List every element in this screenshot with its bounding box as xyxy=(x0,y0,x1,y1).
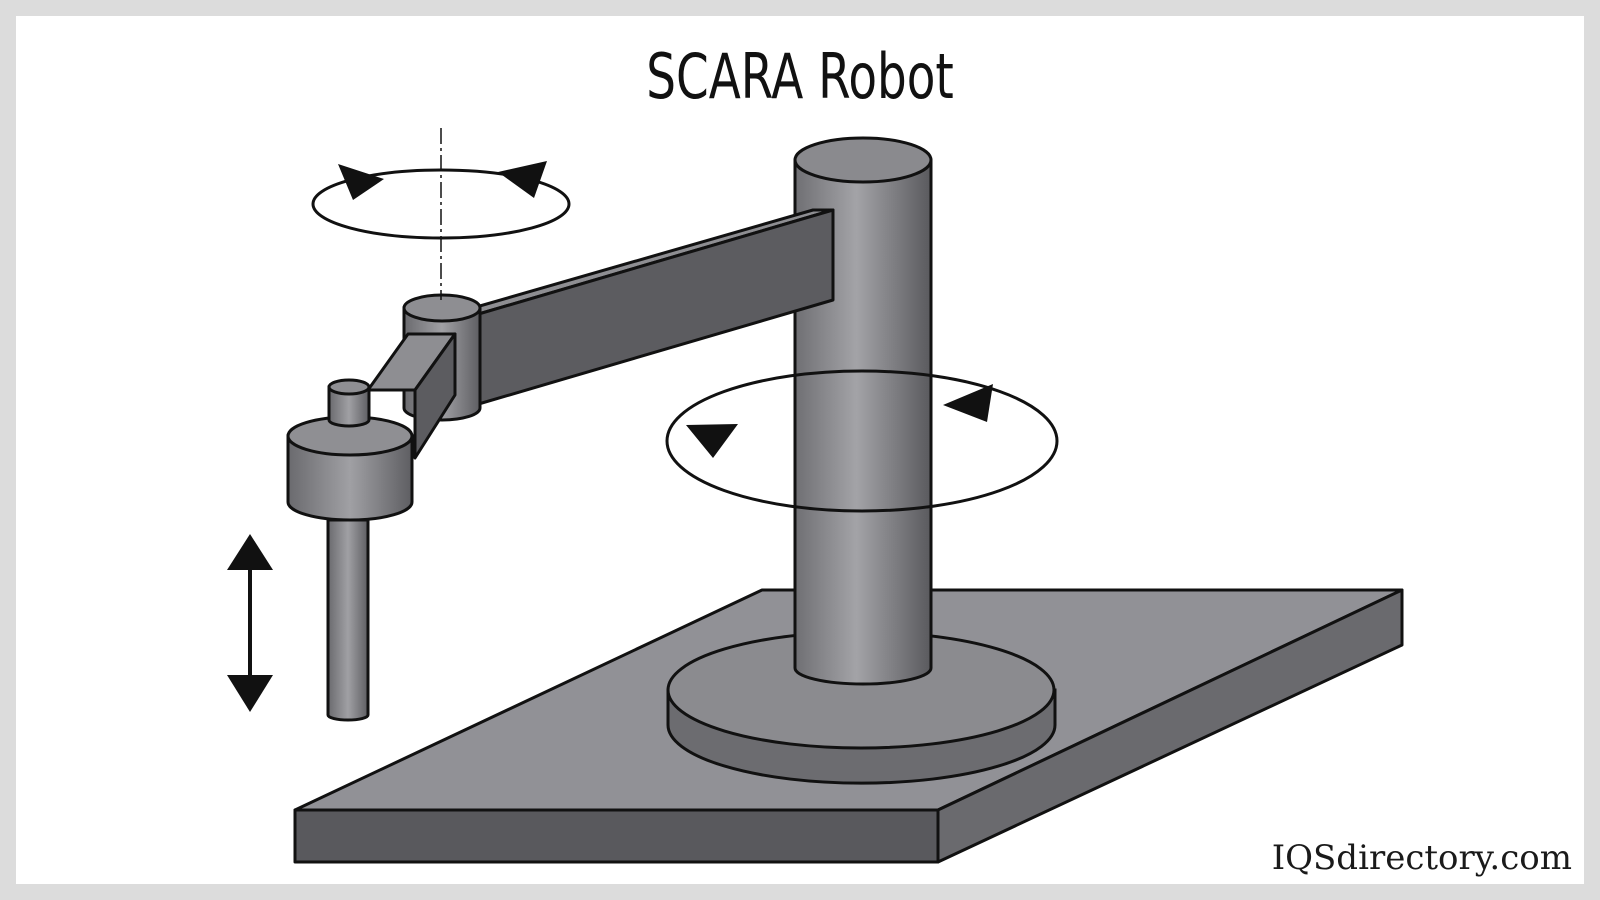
vertical-motion-arrow-icon xyxy=(227,534,273,712)
tool-rod xyxy=(326,518,370,722)
base-disc xyxy=(666,630,1057,785)
diagram-title: SCARA Robot xyxy=(646,40,954,113)
wrist-rotation-arrow-icon xyxy=(311,161,571,240)
wrist-hub xyxy=(286,378,414,522)
watermark-text: IQSdirectory.com xyxy=(1271,838,1572,878)
column-rotation-arrow-icon xyxy=(665,369,1059,513)
forearm xyxy=(366,332,457,460)
